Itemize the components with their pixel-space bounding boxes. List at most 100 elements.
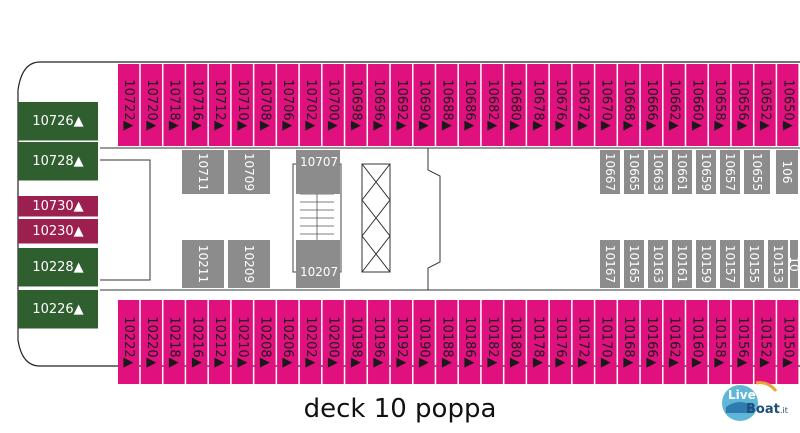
cabin-10658[interactable]: 10658▲ xyxy=(708,64,731,146)
cabin-number: 10665 xyxy=(627,153,641,191)
cabin-10207[interactable]: 10207 xyxy=(296,240,340,288)
cabin-10667[interactable]: 10667 xyxy=(600,150,620,194)
cabin-10660[interactable]: 10660▲ xyxy=(686,64,708,146)
logo-globe-icon: Live Boat .it xyxy=(722,381,788,421)
cabin-10150[interactable]: 10150▲ xyxy=(777,300,799,384)
cabin-number: 10152▲ xyxy=(758,316,773,367)
cabin-number: 10202▲ xyxy=(303,316,318,367)
cabin-10696[interactable]: 10696▲ xyxy=(368,64,390,146)
cabin-10176[interactable]: 10176▲ xyxy=(549,300,572,384)
cabin-10190[interactable]: 10190▲ xyxy=(413,300,435,384)
cabin-10168[interactable]: 10168▲ xyxy=(618,300,640,384)
cabin-10728[interactable]: 10728▲ xyxy=(18,142,98,181)
cabin-10155[interactable]: 10155 xyxy=(744,240,764,288)
cabin-10211[interactable]: 10211 xyxy=(182,240,224,288)
cabin-10162[interactable]: 10162▲ xyxy=(663,300,685,384)
cabin-10228[interactable]: 10228▲ xyxy=(18,248,98,287)
cabin-number: 10192▲ xyxy=(394,316,409,367)
cabin-10218[interactable]: 10218▲ xyxy=(163,300,185,384)
cabin-10730[interactable]: 10730▲ xyxy=(18,196,98,217)
cabin-10706[interactable]: 10706▲ xyxy=(277,64,299,146)
cabin-10686[interactable]: 10686▲ xyxy=(458,64,481,146)
cabin-10708[interactable]: 10708▲ xyxy=(254,64,276,146)
cabin-10656[interactable]: 10656▲ xyxy=(731,64,753,146)
cabin-10178[interactable]: 10178▲ xyxy=(527,300,549,384)
cabin-10159[interactable]: 10159 xyxy=(696,240,716,288)
cabin-10692[interactable]: 10692▲ xyxy=(390,64,412,146)
cabin-10716[interactable]: 10716▲ xyxy=(186,64,208,146)
cabin-10208[interactable]: 10208▲ xyxy=(254,300,276,384)
cabin-10156[interactable]: 10156▲ xyxy=(731,300,753,384)
cabin-10698[interactable]: 10698▲ xyxy=(345,64,367,146)
cabin-10157[interactable]: 10157 xyxy=(720,240,740,288)
cabin-10210[interactable]: 10210▲ xyxy=(231,300,253,384)
cabin-10670[interactable]: 10670▲ xyxy=(595,64,617,146)
cabin-10688[interactable]: 10688▲ xyxy=(436,64,458,146)
cabin-10[interactable]: 10 xyxy=(787,240,800,288)
cabin-10216[interactable]: 10216▲ xyxy=(186,300,208,384)
cabin-10153[interactable]: 10153 xyxy=(768,240,788,288)
cabin-10720[interactable]: 10720▲ xyxy=(140,64,162,146)
cabin-106[interactable]: 106 xyxy=(776,150,798,194)
cabin-10220[interactable]: 10220▲ xyxy=(140,300,162,384)
cabin-10650[interactable]: 10650▲ xyxy=(777,64,799,146)
cabin-10666[interactable]: 10666▲ xyxy=(640,64,663,146)
cabin-10710[interactable]: 10710▲ xyxy=(231,64,253,146)
cabin-10690[interactable]: 10690▲ xyxy=(413,64,435,146)
cabin-10170[interactable]: 10170▲ xyxy=(595,300,617,384)
cabin-10712[interactable]: 10712▲ xyxy=(208,64,231,146)
cabin-10166[interactable]: 10166▲ xyxy=(640,300,663,384)
cabin-10209[interactable]: 10209 xyxy=(228,240,270,288)
cabin-10680[interactable]: 10680▲ xyxy=(504,64,526,146)
cabin-10192[interactable]: 10192▲ xyxy=(390,300,412,384)
cabin-10161[interactable]: 10161 xyxy=(672,240,692,288)
cabin-10200[interactable]: 10200▲ xyxy=(322,300,344,384)
cabin-10182[interactable]: 10182▲ xyxy=(481,300,503,384)
cabin-10167[interactable]: 10167 xyxy=(600,240,620,288)
cabin-10158[interactable]: 10158▲ xyxy=(708,300,731,384)
cabin-10230[interactable]: 10230▲ xyxy=(18,219,98,244)
cabin-10726[interactable]: 10726▲ xyxy=(18,102,98,141)
cabin-10700[interactable]: 10700▲ xyxy=(322,64,344,146)
cabin-10663[interactable]: 10663 xyxy=(648,150,668,194)
cabin-10711[interactable]: 10711 xyxy=(182,150,224,194)
cabin-10665[interactable]: 10665 xyxy=(624,150,644,194)
cabin-10676[interactable]: 10676▲ xyxy=(549,64,572,146)
cabin-number: 10722▲ xyxy=(121,79,136,130)
cabin-number: 10660▲ xyxy=(689,79,704,130)
cabin-10655[interactable]: 10655 xyxy=(744,150,770,194)
cabin-10722[interactable]: 10722▲ xyxy=(118,64,140,146)
cabin-10659[interactable]: 10659 xyxy=(696,150,716,194)
cabin-10165[interactable]: 10165 xyxy=(624,240,644,288)
cabin-number: 106 xyxy=(780,161,794,184)
cabin-10707[interactable]: 10707 xyxy=(296,150,340,194)
cabin-10718[interactable]: 10718▲ xyxy=(163,64,185,146)
cabin-number: 10666▲ xyxy=(644,79,659,130)
cabin-10202[interactable]: 10202▲ xyxy=(299,300,322,384)
cabin-10188[interactable]: 10188▲ xyxy=(436,300,458,384)
cabin-10226[interactable]: 10226▲ xyxy=(18,290,98,329)
cabin-10702[interactable]: 10702▲ xyxy=(299,64,322,146)
cabin-10163[interactable]: 10163 xyxy=(648,240,668,288)
cabin-10172[interactable]: 10172▲ xyxy=(572,300,594,384)
cabin-number: 10682▲ xyxy=(485,79,500,130)
cabin-10661[interactable]: 10661 xyxy=(672,150,692,194)
cabin-10180[interactable]: 10180▲ xyxy=(504,300,526,384)
cabin-10668[interactable]: 10668▲ xyxy=(618,64,640,146)
cabin-10152[interactable]: 10152▲ xyxy=(754,300,776,384)
cabin-10160[interactable]: 10160▲ xyxy=(686,300,708,384)
cabin-10678[interactable]: 10678▲ xyxy=(527,64,549,146)
cabin-10709[interactable]: 10709 xyxy=(228,150,270,194)
cabin-10186[interactable]: 10186▲ xyxy=(458,300,481,384)
cabin-10662[interactable]: 10662▲ xyxy=(663,64,685,146)
cabin-10212[interactable]: 10212▲ xyxy=(208,300,231,384)
cabin-10198[interactable]: 10198▲ xyxy=(345,300,367,384)
cabin-number: 10716▲ xyxy=(189,79,204,130)
cabin-10206[interactable]: 10206▲ xyxy=(277,300,299,384)
cabin-10652[interactable]: 10652▲ xyxy=(754,64,776,146)
cabin-10196[interactable]: 10196▲ xyxy=(368,300,390,384)
cabin-10657[interactable]: 10657 xyxy=(720,150,740,194)
cabin-10222[interactable]: 10222▲ xyxy=(118,300,140,384)
cabin-10672[interactable]: 10672▲ xyxy=(572,64,594,146)
cabin-10682[interactable]: 10682▲ xyxy=(481,64,503,146)
